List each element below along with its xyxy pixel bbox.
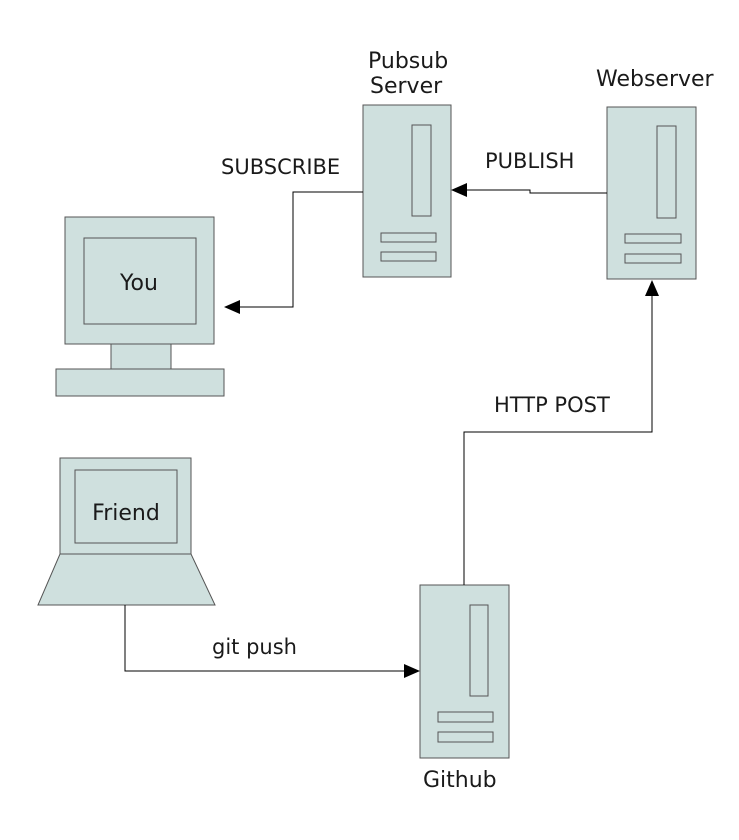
you-computer: You bbox=[55, 216, 225, 397]
subscribe-connector: SUBSCRIBE bbox=[221, 155, 363, 314]
server-icon bbox=[606, 106, 697, 280]
friend-laptop: Friend bbox=[37, 457, 216, 606]
server-icon bbox=[419, 584, 510, 759]
pubsub-server-label-line1: Pubsub bbox=[368, 49, 448, 74]
arrowhead bbox=[404, 664, 420, 678]
github-label: Github bbox=[423, 768, 497, 793]
arrowhead bbox=[224, 300, 240, 314]
github-server: Github bbox=[419, 584, 510, 793]
you-label: You bbox=[119, 271, 158, 296]
arrowhead bbox=[645, 280, 659, 296]
pubsub-server-label-line2: Server bbox=[370, 74, 443, 99]
webserver-label: Webserver bbox=[596, 67, 715, 92]
publish-connector: PUBLISH bbox=[451, 149, 607, 197]
pubsub-server: Pubsub Server bbox=[362, 49, 452, 278]
webserver: Webserver bbox=[596, 67, 715, 280]
arrowhead bbox=[451, 183, 467, 197]
git-push-connector: git push bbox=[124, 605, 420, 678]
http-post-label: HTTP POST bbox=[494, 393, 610, 417]
laptop-icon bbox=[37, 457, 216, 606]
server-icon bbox=[362, 104, 452, 278]
git-push-label: git push bbox=[212, 635, 297, 659]
publish-label: PUBLISH bbox=[485, 149, 574, 173]
http-post-connector: HTTP POST bbox=[463, 280, 659, 585]
friend-label: Friend bbox=[92, 501, 160, 526]
subscribe-label: SUBSCRIBE bbox=[221, 155, 340, 179]
desktop-computer-icon bbox=[55, 216, 225, 397]
